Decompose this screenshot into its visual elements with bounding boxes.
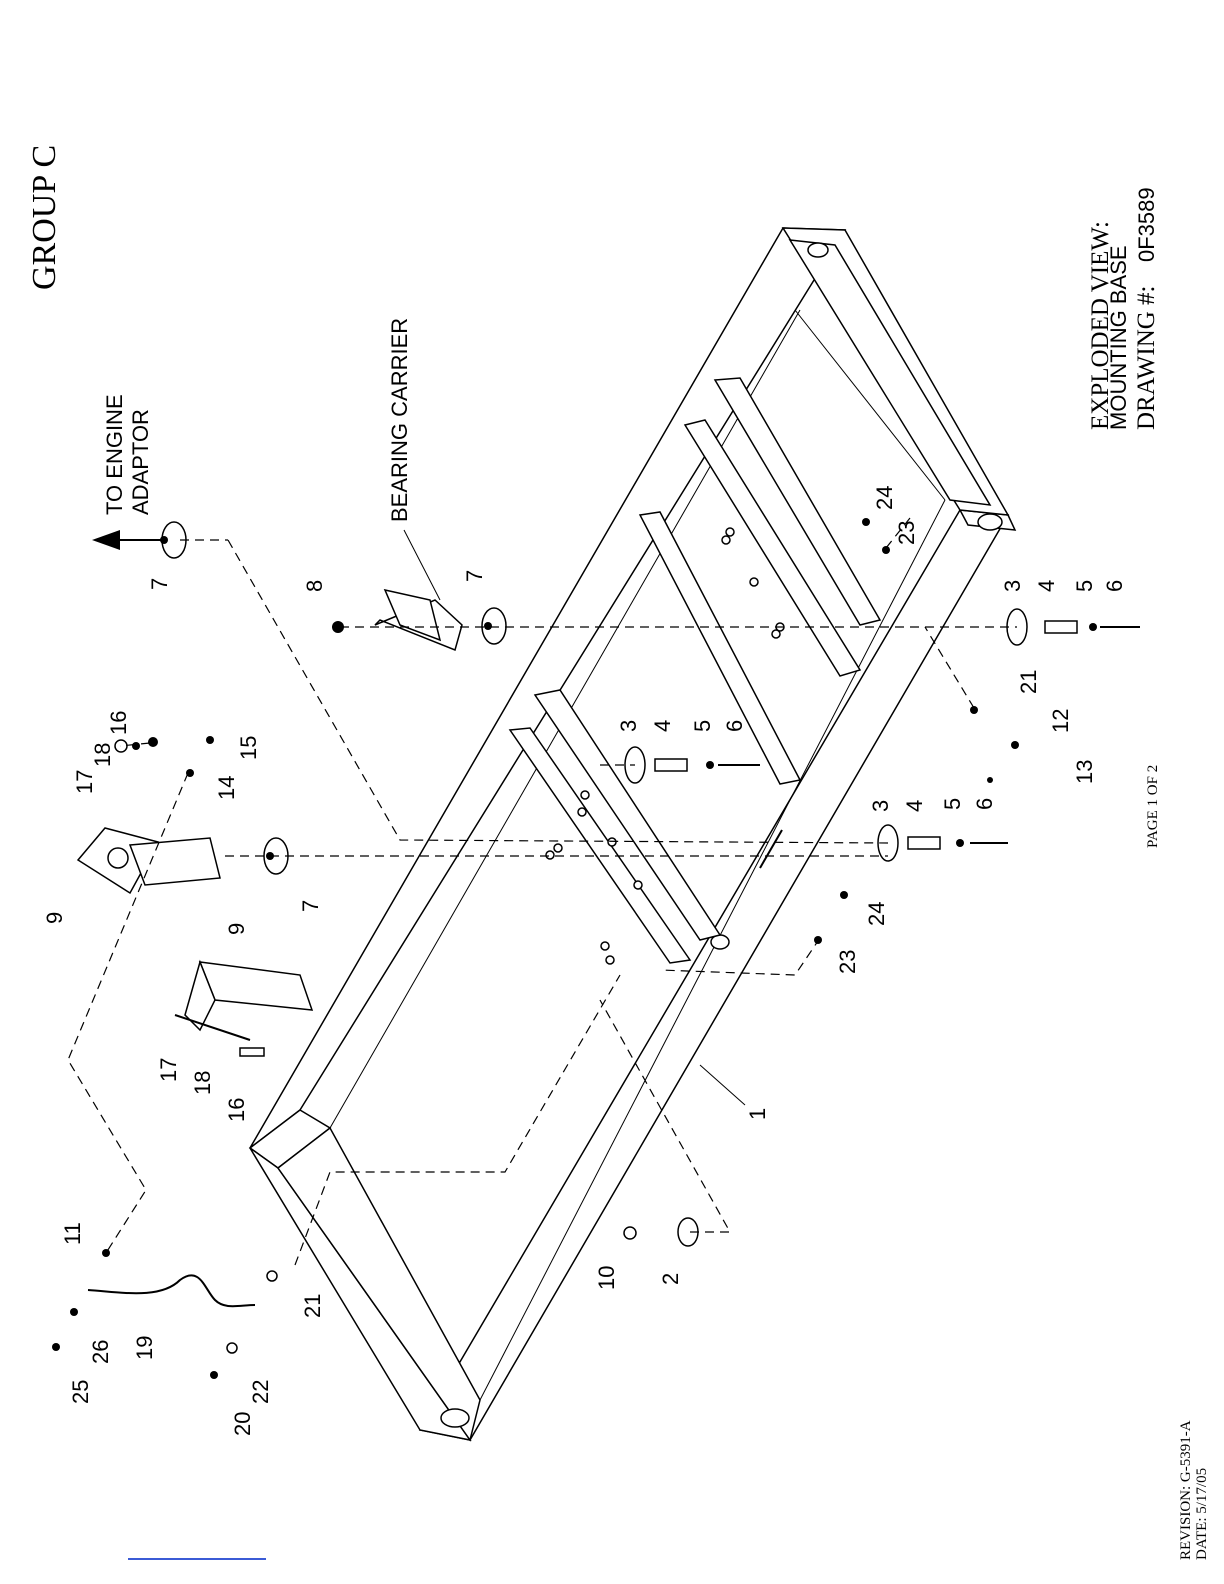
callout-9a: 9 [42, 912, 67, 924]
bearing-carrier-label: BEARING CARRIER [387, 318, 412, 522]
bearing-carrier-part [375, 590, 462, 650]
callout-6b: 6 [722, 720, 747, 732]
callout-24b: 24 [872, 486, 897, 510]
callout-17b: 17 [156, 1058, 181, 1082]
callout-6a: 6 [972, 798, 997, 810]
callout-18a: 18 [90, 743, 115, 767]
callout-5a: 5 [940, 798, 965, 810]
title-block: EXPLODED VIEW: MOUNTING BASE DRAWING #: … [1087, 187, 1160, 430]
bracket-upper [78, 828, 220, 893]
engine-arrow-icon [92, 530, 162, 550]
callout-13: 13 [1072, 760, 1097, 784]
callout-19: 19 [132, 1336, 157, 1360]
group-title: GROUP C [26, 145, 63, 290]
title-mounting-base: MOUNTING BASE [1106, 245, 1131, 430]
assembly-lines [68, 518, 1017, 1265]
title-drawing-prefix: DRAWING #: [1133, 285, 1160, 430]
callout-14: 14 [214, 776, 239, 800]
callout-15: 15 [236, 736, 261, 760]
bracket-lower [185, 962, 312, 1030]
callout-23b: 23 [894, 521, 919, 545]
callout-2: 2 [658, 1273, 683, 1285]
callout-25: 25 [68, 1380, 93, 1404]
title-drawing-number: 0F3589 [1134, 187, 1159, 262]
engine-adaptor-label-1: TO ENGINE [102, 394, 127, 515]
callout-7a: 7 [147, 578, 172, 590]
callout-1: 1 [745, 1108, 770, 1120]
revision-text: REVISION: G-5391-A [1178, 1420, 1194, 1560]
callout-21b: 21 [1016, 670, 1041, 694]
page-indicator: PAGE 1 OF 2 [1145, 765, 1161, 848]
callout-3b: 3 [616, 720, 641, 732]
callout-5b: 5 [690, 720, 715, 732]
callout-9b: 9 [224, 923, 249, 935]
callout-16b: 16 [224, 1098, 249, 1122]
callout-12: 12 [1048, 709, 1073, 733]
callout-4c: 4 [1034, 580, 1059, 592]
callout-23a: 23 [835, 950, 860, 974]
link-underline [128, 1558, 266, 1560]
isolator-assembly-middle [625, 747, 760, 783]
callout-16a: 16 [106, 711, 131, 735]
callout-5c: 5 [1072, 580, 1097, 592]
ground-strap [88, 1275, 255, 1306]
isolator-pad-7b [482, 608, 506, 644]
callout-3a: 3 [868, 800, 893, 812]
callout-7c: 7 [298, 900, 323, 912]
callout-11: 11 [60, 1222, 85, 1245]
isolator-assembly-front [878, 825, 1008, 861]
callout-26: 26 [88, 1340, 113, 1364]
callout-22: 22 [248, 1380, 273, 1404]
engine-adaptor-label-2: ADAPTOR [128, 409, 153, 515]
isolator-assembly-rear [1007, 609, 1140, 645]
callout-3c: 3 [1000, 580, 1025, 592]
callout-7b: 7 [462, 570, 487, 582]
callout-21a: 21 [300, 1294, 325, 1318]
callout-18b: 18 [190, 1071, 215, 1095]
callout-4b: 4 [650, 720, 675, 732]
callout-6c: 6 [1102, 580, 1127, 592]
callout-17a: 17 [72, 770, 97, 794]
date-text: DATE: 5/17/05 [1194, 1468, 1210, 1560]
callout-24a: 24 [864, 902, 889, 926]
mounting-base-frame [250, 228, 1015, 1440]
callout-20: 20 [230, 1412, 255, 1436]
callout-8: 8 [302, 580, 327, 592]
callout-4a: 4 [902, 800, 927, 812]
callout-10: 10 [594, 1266, 619, 1290]
